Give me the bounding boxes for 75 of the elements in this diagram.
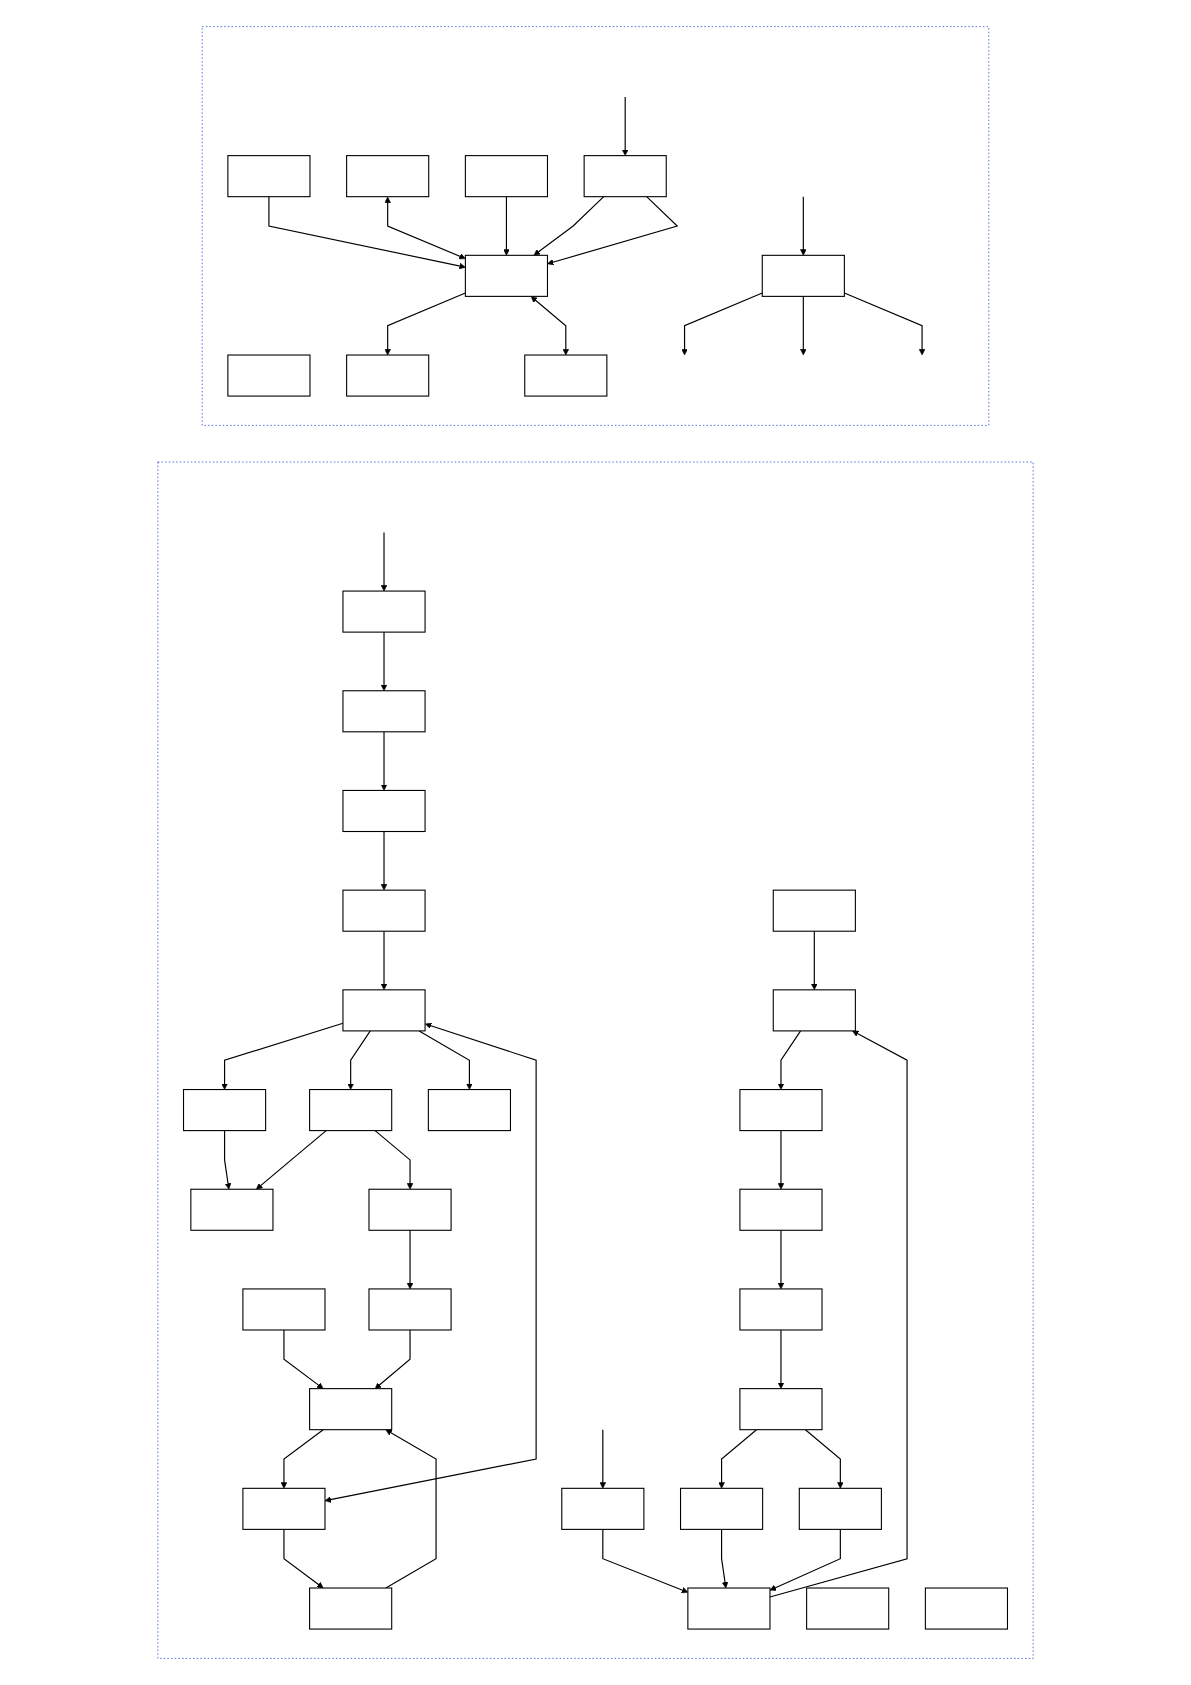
node-box (680, 1487, 764, 1530)
arrow (380, 830, 388, 891)
node-box (772, 989, 856, 1032)
node-box (182, 1089, 267, 1132)
node-box (924, 1587, 1009, 1630)
arrow (374, 1130, 414, 1190)
node-box (342, 690, 426, 733)
node-box (687, 1587, 771, 1630)
arrow (380, 930, 388, 991)
arrow (547, 196, 679, 266)
node-box (368, 1288, 452, 1331)
node-box (806, 1587, 890, 1630)
node-box (368, 1188, 452, 1231)
arrow (256, 1130, 327, 1190)
arrow (681, 292, 763, 356)
node-box (342, 889, 426, 932)
node-box (346, 155, 430, 198)
node-box (342, 590, 426, 633)
arrow (283, 1528, 324, 1589)
node-box (309, 1587, 393, 1630)
node-box (346, 354, 430, 397)
arrow (599, 1429, 607, 1489)
node-box (772, 889, 856, 932)
arrow (380, 531, 388, 592)
node-box (342, 989, 426, 1032)
node-box (798, 1487, 882, 1530)
arrow (718, 1429, 758, 1489)
arrow (385, 1429, 437, 1589)
arrow (769, 1528, 841, 1591)
cluster (157, 461, 1034, 1659)
arrow (777, 1229, 785, 1290)
node-box (227, 155, 311, 198)
arrow (418, 1030, 473, 1090)
node-box (583, 155, 667, 198)
arrow (804, 1429, 844, 1489)
arrow (777, 1130, 785, 1190)
arrow (811, 930, 818, 991)
arrow (406, 1229, 414, 1290)
arrow (384, 292, 466, 356)
node-box (739, 1089, 823, 1132)
arrow (800, 295, 807, 356)
arrow (777, 1030, 802, 1090)
arrow (530, 296, 570, 356)
arrow (347, 1030, 371, 1090)
arrow (380, 631, 388, 692)
node-box (342, 789, 426, 833)
node-box (464, 254, 549, 297)
node-box (761, 254, 845, 297)
arrow (280, 1429, 324, 1489)
node-box (739, 1188, 823, 1231)
arrow (374, 1329, 411, 1389)
arrow (384, 196, 466, 260)
arrow (621, 96, 629, 156)
arrow (777, 1329, 785, 1389)
node-box (524, 354, 608, 397)
node-box (739, 1388, 823, 1431)
arrow (283, 1329, 324, 1389)
arrow (268, 196, 466, 270)
arrow (769, 1030, 908, 1598)
arrow (224, 1130, 232, 1190)
arrow (380, 731, 388, 791)
arrow (800, 196, 807, 256)
arrow (533, 196, 605, 256)
node-box (739, 1288, 823, 1331)
node-box (427, 1089, 512, 1132)
arrow (503, 196, 510, 256)
node-box (309, 1089, 393, 1132)
node-box (464, 155, 549, 198)
node-box (242, 1487, 326, 1530)
node-box (309, 1388, 393, 1431)
node-box (227, 354, 311, 397)
node-box (190, 1188, 274, 1231)
node-box (561, 1487, 645, 1530)
arrow (721, 1528, 729, 1589)
node-box (242, 1288, 326, 1331)
